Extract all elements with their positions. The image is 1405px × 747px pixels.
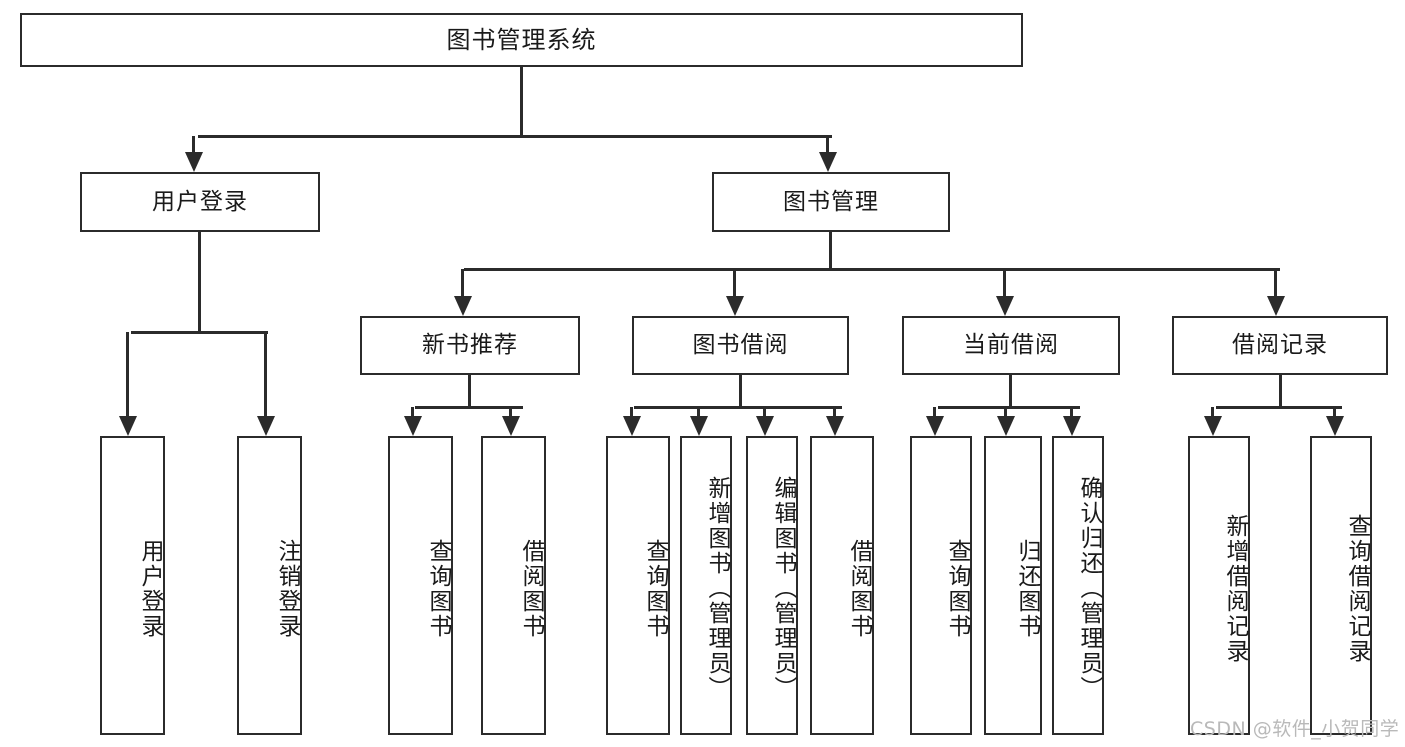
root-branch-0-stem <box>192 136 195 152</box>
cur-bus <box>938 406 1080 409</box>
node-leaf-0[interactable]: 用户登录 <box>100 436 165 735</box>
borrow-branch-3-stem <box>833 407 836 416</box>
login-branch-0-arrowhead <box>118 416 137 436</box>
root-bus <box>198 135 832 138</box>
log-branch-0-stem <box>1211 407 1214 416</box>
node-level3-1[interactable]: 图书借阅 <box>632 316 849 375</box>
node-level2-1[interactable]: 图书管理 <box>712 172 950 232</box>
cur-stem <box>1009 375 1012 408</box>
rec-stem <box>468 375 471 408</box>
node-level2-0[interactable]: 用户登录 <box>80 172 320 232</box>
borrow-branch-2-stem <box>763 407 766 416</box>
log-stem <box>1279 375 1282 408</box>
cur-branch-2-arrowhead <box>1062 416 1081 436</box>
login-stem <box>198 232 201 332</box>
node-leaf-11[interactable]: 新增借阅记录 <box>1188 436 1250 735</box>
node-level3-2[interactable]: 当前借阅 <box>902 316 1120 375</box>
cur-branch-1-arrowhead <box>996 416 1015 436</box>
rec-branch-1-arrowhead <box>501 416 520 436</box>
log-branch-1-stem <box>1333 407 1336 416</box>
login-bus <box>131 331 268 334</box>
root-branch-1-stem <box>826 136 829 152</box>
borrow-bus <box>634 406 842 409</box>
log-bus <box>1216 406 1342 409</box>
cur-branch-0-arrowhead <box>925 416 944 436</box>
node-level3-0[interactable]: 新书推荐 <box>360 316 580 375</box>
node-level3-3[interactable]: 借阅记录 <box>1172 316 1388 375</box>
cur-branch-1-stem <box>1004 407 1007 416</box>
manage-branch-3-stem <box>1274 269 1277 296</box>
manage-branch-0-stem <box>461 269 464 296</box>
manage-branch-2-arrowhead <box>995 296 1014 316</box>
login-branch-1-arrowhead <box>256 416 275 436</box>
root-stem <box>520 67 523 137</box>
cur-branch-2-stem <box>1070 407 1073 416</box>
node-leaf-10[interactable]: 确认归还（管理员） <box>1052 436 1104 735</box>
node-leaf-12[interactable]: 查询借阅记录 <box>1310 436 1372 735</box>
csdn-watermark: CSDN @软件_小贺同学 <box>1190 718 1400 740</box>
rec-branch-0-stem <box>411 407 414 416</box>
node-leaf-6[interactable]: 编辑图书（管理员） <box>746 436 798 735</box>
rec-bus <box>415 406 523 409</box>
borrow-branch-1-arrowhead <box>689 416 708 436</box>
node-leaf-4[interactable]: 查询图书 <box>606 436 670 735</box>
manage-branch-1-arrowhead <box>725 296 744 316</box>
borrow-branch-0-stem <box>630 407 633 416</box>
rec-branch-1-stem <box>509 407 512 416</box>
node-root-system[interactable]: 图书管理系统 <box>20 13 1023 67</box>
login-branch-1-stem <box>264 332 267 416</box>
borrow-branch-0-arrowhead <box>622 416 641 436</box>
node-leaf-2[interactable]: 查询图书 <box>388 436 453 735</box>
node-leaf-9[interactable]: 归还图书 <box>984 436 1042 735</box>
borrow-branch-1-stem <box>697 407 700 416</box>
node-leaf-3[interactable]: 借阅图书 <box>481 436 546 735</box>
root-branch-1-arrowhead <box>818 152 837 172</box>
login-branch-0-stem <box>126 332 129 416</box>
manage-stem <box>829 232 832 269</box>
borrow-branch-3-arrowhead <box>825 416 844 436</box>
manage-branch-0-arrowhead <box>453 296 472 316</box>
log-branch-1-arrowhead <box>1325 416 1344 436</box>
node-leaf-5[interactable]: 新增图书（管理员） <box>680 436 732 735</box>
rec-branch-0-arrowhead <box>403 416 422 436</box>
borrow-stem <box>739 375 742 408</box>
manage-branch-1-stem <box>733 269 736 296</box>
cur-branch-0-stem <box>933 407 936 416</box>
node-leaf-7[interactable]: 借阅图书 <box>810 436 874 735</box>
manage-bus <box>464 268 1280 271</box>
manage-branch-3-arrowhead <box>1266 296 1285 316</box>
node-leaf-8[interactable]: 查询图书 <box>910 436 972 735</box>
root-branch-0-arrowhead <box>184 152 203 172</box>
borrow-branch-2-arrowhead <box>755 416 774 436</box>
manage-branch-2-stem <box>1003 269 1006 296</box>
log-branch-0-arrowhead <box>1203 416 1222 436</box>
node-leaf-1[interactable]: 注销登录 <box>237 436 302 735</box>
